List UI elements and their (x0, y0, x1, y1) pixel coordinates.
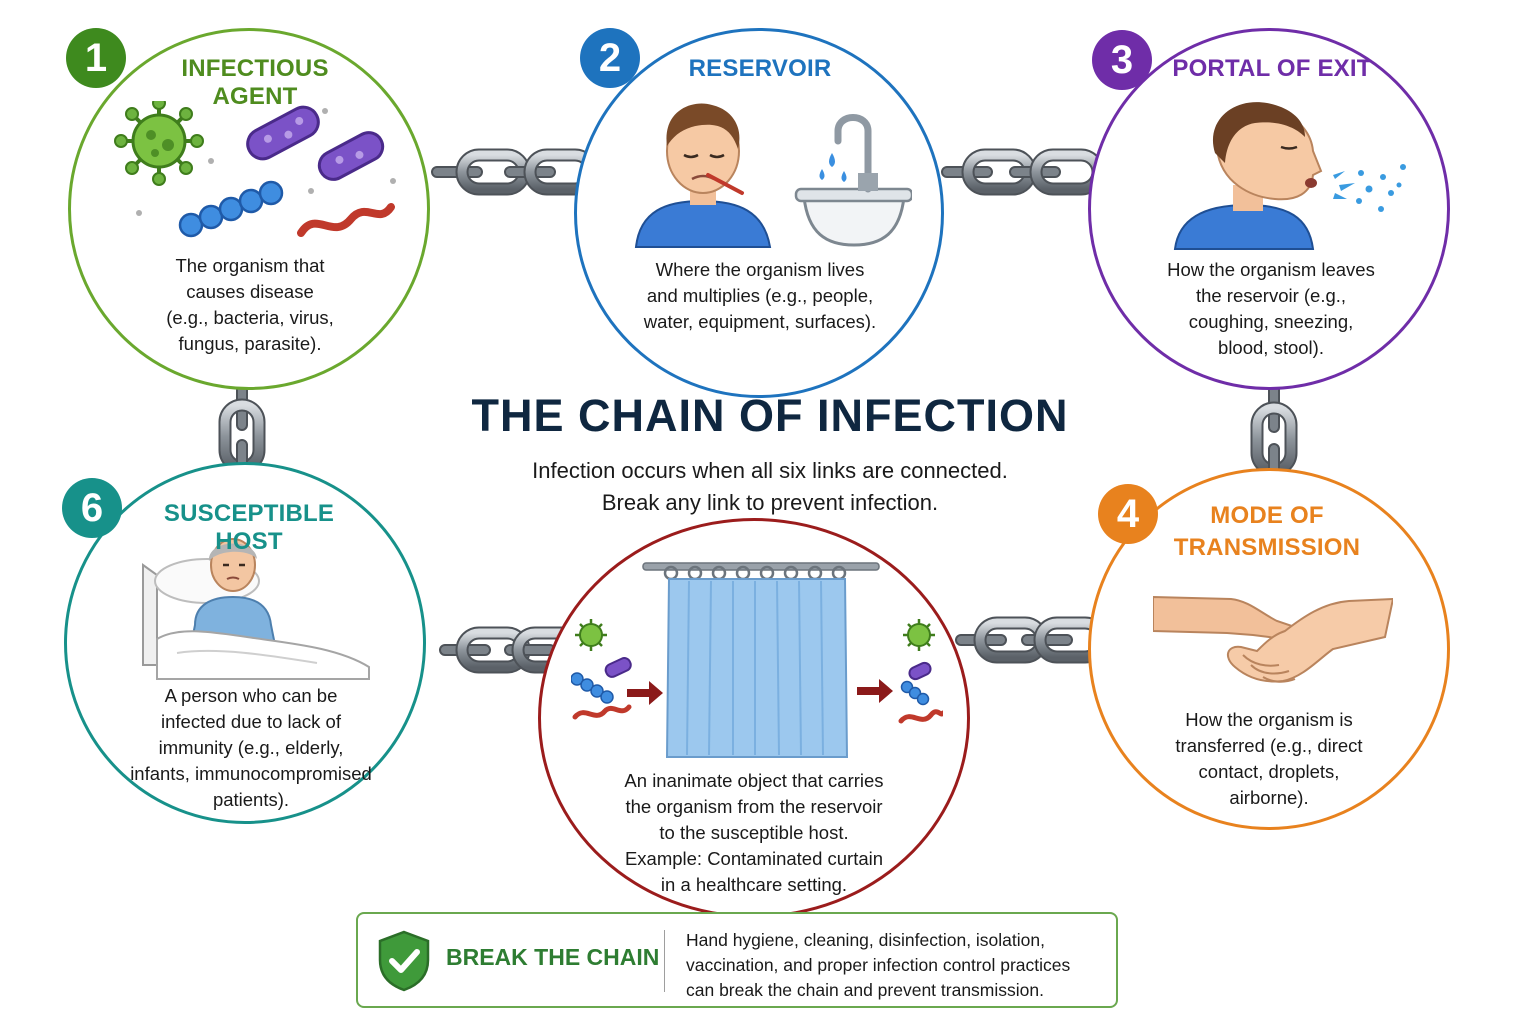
stage-4-title: MODE OF TRANSMISSION (1173, 502, 1361, 561)
stage-6-description: A person who can be infected due to lack… (130, 685, 372, 810)
stage-1-description: The organism that causes disease (e.g., … (166, 255, 334, 354)
stage-infectious-agent (68, 28, 430, 390)
stage-1-number-badge: 1 (66, 28, 126, 88)
stage-5-description: An inanimate object that carries the org… (624, 770, 884, 895)
stage-reservoir (574, 28, 944, 398)
page-title: THE CHAIN OF INFECTION (471, 390, 1069, 441)
stage-susceptible-host (64, 462, 426, 824)
stage-2-title: RESERVOIR (688, 55, 832, 82)
stage-1-title: INFECTIOUS AGENT (181, 55, 329, 110)
divider (664, 930, 665, 992)
page-subtitle: Infection occurs when all six links are … (532, 458, 1008, 515)
break-the-chain-title: BREAK THE CHAIN (446, 944, 660, 970)
stage-4-number-badge: 4 (1098, 484, 1158, 544)
sick-person-and-sink-icon (632, 91, 914, 251)
stage-6-number-badge: 6 (62, 478, 122, 538)
shield-check-icon (376, 930, 432, 992)
patient-in-bed-icon (137, 535, 377, 685)
contaminated-curtain-icon (570, 557, 946, 767)
stage-portal-of-exit (1088, 28, 1450, 390)
stage-2-number-badge: 2 (580, 28, 640, 88)
stage-fomite (538, 518, 970, 918)
break-the-chain-text: Hand hygiene, cleaning, disinfection, is… (686, 930, 1071, 1000)
stage-3-description: How the organism leaves the reservoir (e… (1167, 259, 1375, 358)
stage-3-number-badge: 3 (1092, 30, 1152, 90)
stage-6-title: SUSCEPTIBLE HOST (163, 500, 335, 555)
stage-4-description: How the organism is transferred (e.g., d… (1175, 709, 1363, 808)
sneezing-person-icon (1171, 93, 1411, 253)
break-the-chain-panel: BREAK THE CHAIN Hand hygiene, cleaning, … (356, 912, 1118, 1008)
handshake-icon (1152, 587, 1395, 697)
germs-icon (111, 96, 401, 251)
stage-2-description: Where the organism lives and multiplies … (643, 259, 877, 332)
stage-3-title: PORTAL OF EXIT (1172, 55, 1372, 82)
